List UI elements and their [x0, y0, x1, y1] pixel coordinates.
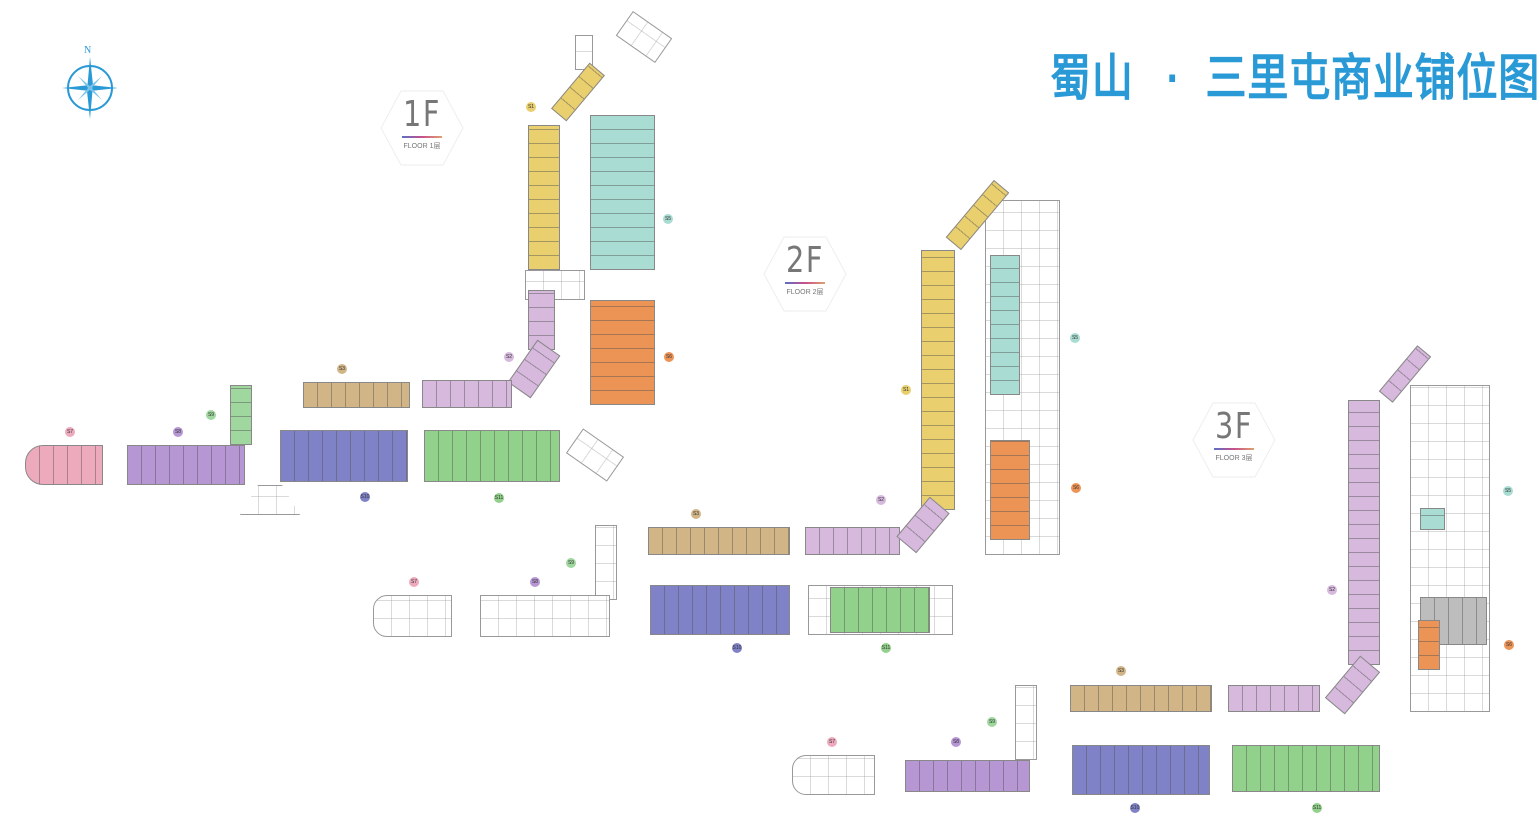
shop-block-s2[interactable]: [1348, 400, 1380, 665]
shop-outline-s7: [373, 595, 452, 637]
zone-label-s8: S8: [173, 427, 183, 437]
shop-block-s6[interactable]: [590, 300, 655, 405]
ramp-structure: [615, 10, 673, 64]
north-label: N: [84, 45, 92, 56]
shop-block-s5[interactable]: [1420, 508, 1445, 530]
zone-label-s3: S3: [337, 364, 347, 374]
floor-subtitle: FLOOR 1层: [403, 143, 441, 150]
zone-label-s9: S9: [987, 717, 997, 727]
shop-block-s10[interactable]: [650, 585, 790, 635]
zone-label-s3: S3: [1116, 666, 1126, 676]
shop-block-s10[interactable]: [280, 430, 408, 482]
floor-number: 3F: [1214, 406, 1254, 447]
floor-color-bar: [402, 136, 442, 138]
shop-block-s10[interactable]: [1072, 745, 1210, 795]
title-place: 蜀山: [1050, 50, 1134, 106]
title-name: 三里屯商业铺位图: [1205, 50, 1539, 106]
shop-block-s5[interactable]: [590, 115, 655, 270]
zone-label-s6: S6: [1071, 483, 1081, 493]
zone-label-s1: S1: [901, 385, 911, 395]
stair-structure: [240, 485, 300, 515]
shop-block-s3[interactable]: [303, 382, 410, 408]
shop-block-s1[interactable]: [551, 62, 605, 122]
shop-block-s1[interactable]: [921, 250, 955, 510]
floor-badge-2f: 2F FLOOR 2层: [763, 236, 847, 312]
shop-block-s2[interactable]: [528, 290, 555, 350]
floor-color-bar: [785, 282, 825, 284]
map-title: 蜀山 · 三里屯商业铺位图: [1050, 38, 1539, 110]
stair-structure: [575, 35, 593, 70]
shop-block-s1[interactable]: [528, 125, 560, 270]
shop-block-s11[interactable]: [830, 587, 930, 633]
shop-block-s3[interactable]: [1070, 685, 1212, 712]
shop-outline-s8: [480, 595, 610, 637]
floor-number: 2F: [785, 240, 825, 281]
shop-block-s8[interactable]: [905, 760, 1030, 792]
zone-label-s7: S7: [409, 577, 419, 587]
zone-label-s2: S2: [504, 352, 514, 362]
zone-label-s11: S11: [881, 643, 891, 653]
shop-block-s2[interactable]: [422, 380, 512, 408]
zone-label-s5: S5: [663, 214, 673, 224]
shop-outline-s7: [792, 755, 875, 795]
zone-label-s11: S11: [1312, 803, 1322, 813]
zone-label-s2: S2: [876, 495, 886, 505]
floor-color-bar: [1214, 448, 1254, 450]
shop-block-s3[interactable]: [648, 527, 790, 555]
shop-block-s7[interactable]: [25, 445, 103, 485]
shop-block-s11[interactable]: [1232, 745, 1380, 792]
title-separator: ·: [1166, 50, 1181, 106]
corridor: [595, 525, 617, 600]
zone-label-s7: S7: [827, 737, 837, 747]
shop-block-s9[interactable]: [230, 385, 252, 445]
floor-subtitle: FLOOR 3层: [1215, 455, 1253, 462]
zone-label-s6: S6: [1504, 640, 1514, 650]
shop-block-s6[interactable]: [990, 440, 1030, 540]
zone-label-s3: S3: [691, 509, 701, 519]
zone-label-s10: S10: [360, 492, 370, 502]
zone-label-s11: S11: [494, 493, 504, 503]
compass-rose-icon: N: [60, 45, 120, 120]
ramp-structure: [565, 428, 625, 482]
shop-block-s5[interactable]: [990, 255, 1020, 395]
shop-block-s2[interactable]: [1228, 685, 1320, 712]
zone-label-s8: S8: [530, 577, 540, 587]
shop-block-s2[interactable]: [805, 527, 900, 555]
shop-block-s2[interactable]: [1324, 655, 1381, 715]
zone-label-s7: S7: [65, 427, 75, 437]
zone-label-s9: S9: [206, 410, 216, 420]
zone-label-s6: S6: [664, 352, 674, 362]
floor-number: 1F: [402, 94, 442, 135]
zone-label-s10: S10: [1130, 803, 1140, 813]
shop-block-s11[interactable]: [424, 430, 560, 482]
floor-badge-3f: 3F FLOOR 3层: [1192, 402, 1276, 478]
zone-label-s1: S1: [526, 102, 536, 112]
zone-label-s2: S2: [1327, 585, 1337, 595]
floor-subtitle: FLOOR 2层: [786, 289, 824, 296]
shop-block-s8[interactable]: [127, 445, 245, 485]
zone-label-s10: S10: [732, 643, 742, 653]
floor-badge-1f: 1F FLOOR 1层: [380, 90, 464, 166]
zone-label-s5: S5: [1070, 333, 1080, 343]
zone-label-s8: S8: [951, 737, 961, 747]
zone-label-s5: S5: [1503, 486, 1513, 496]
shop-block-s6[interactable]: [1418, 620, 1440, 670]
corridor: [1015, 685, 1037, 760]
zone-label-s9: S9: [566, 558, 576, 568]
